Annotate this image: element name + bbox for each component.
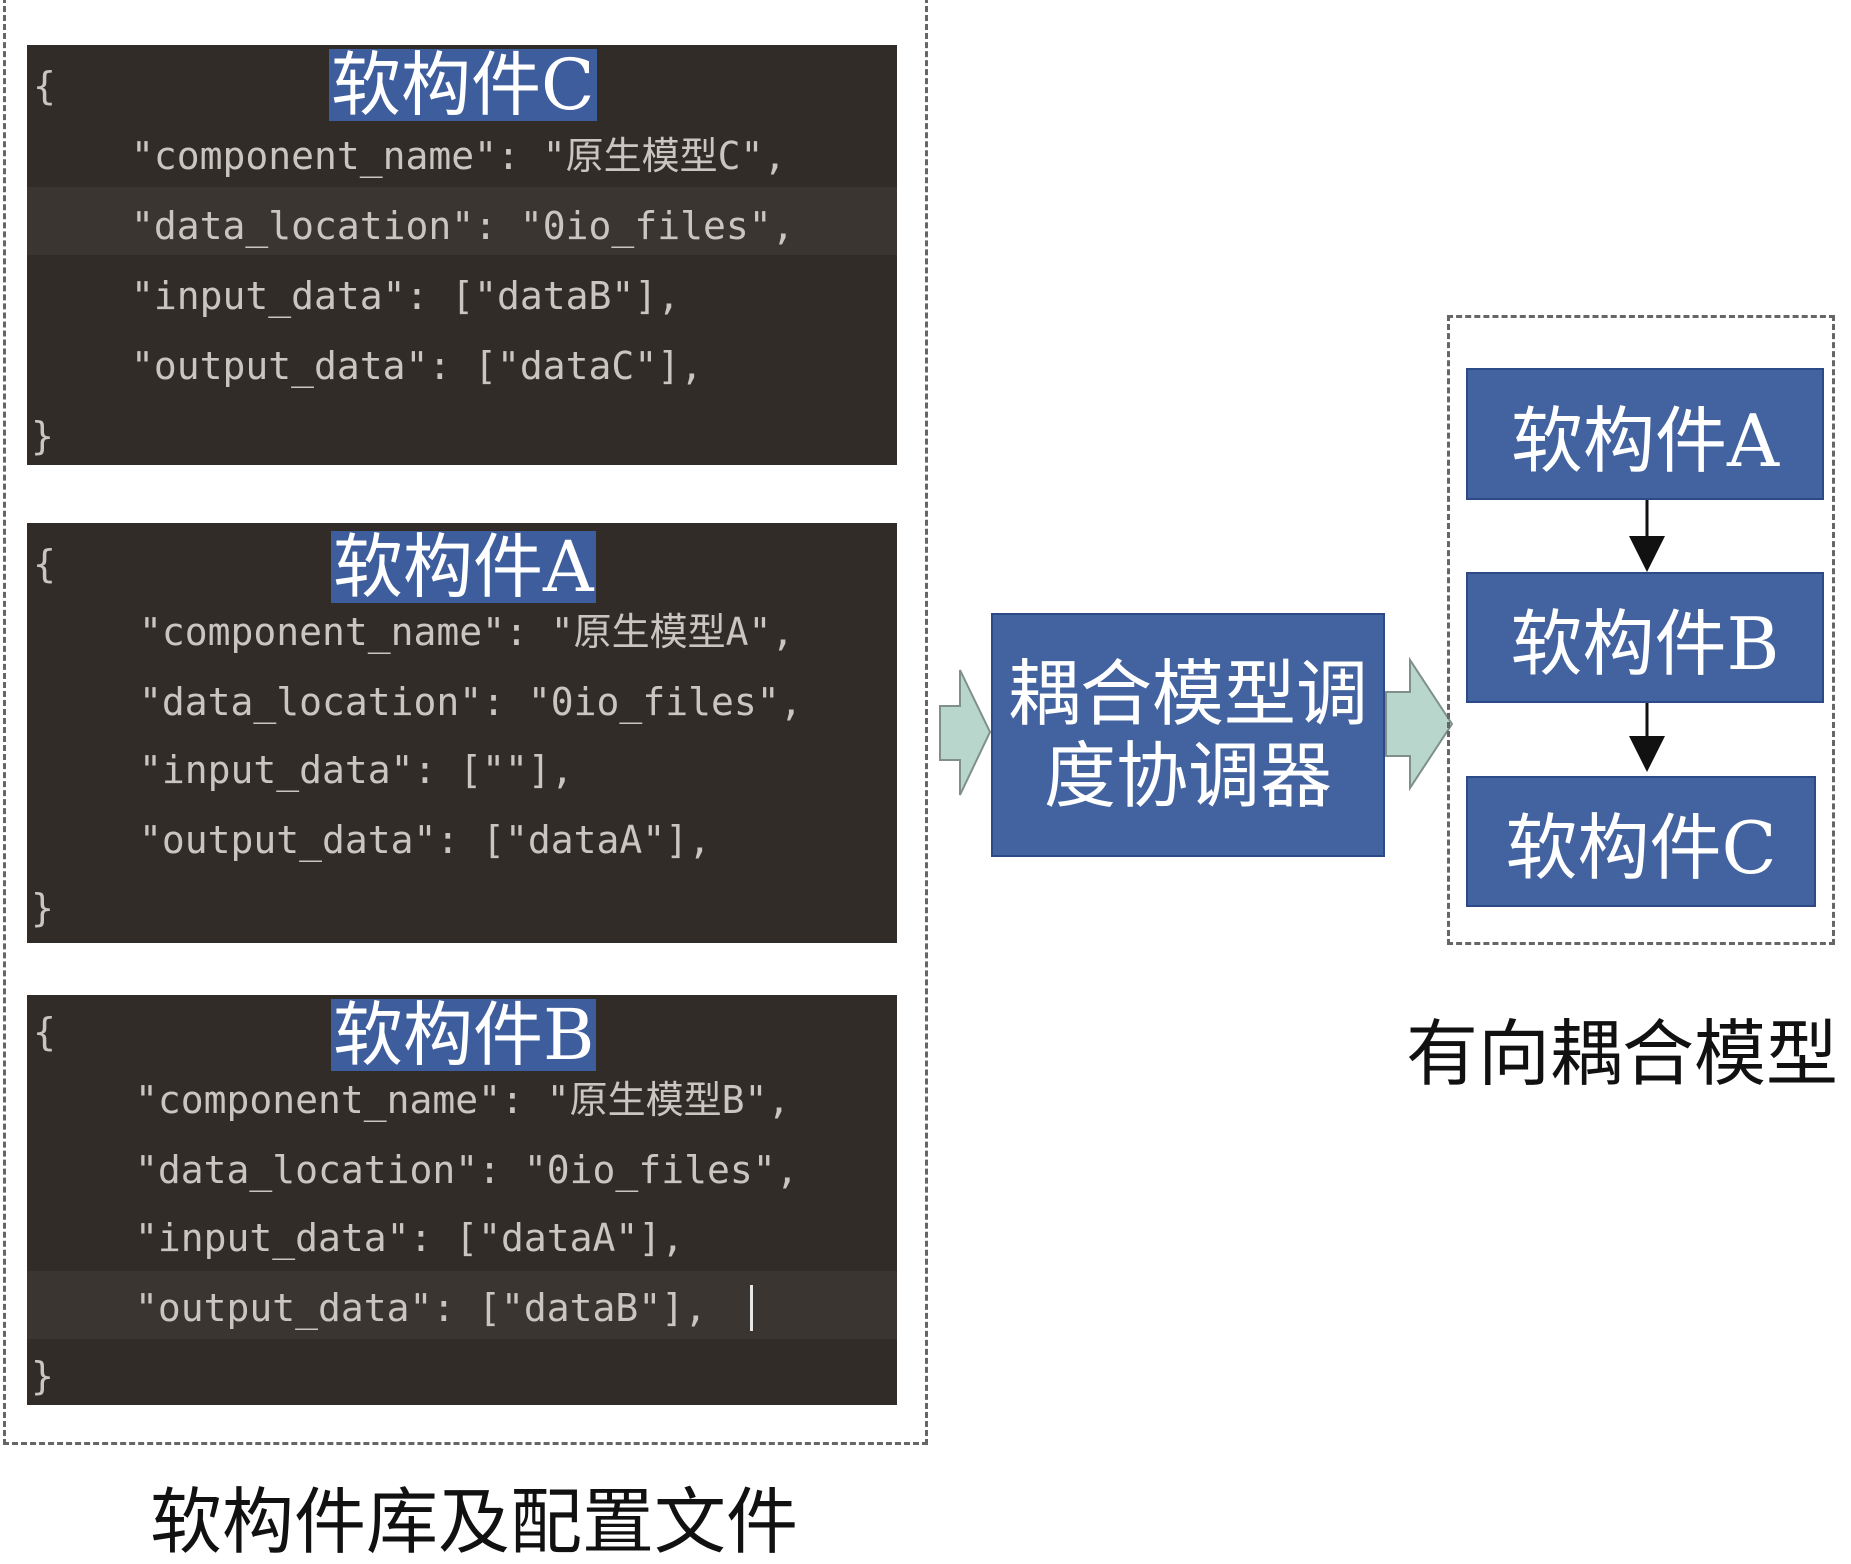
config-panel-a: { "component_name": "原生模型A", "data_locat…: [27, 523, 897, 943]
library-caption: 软构件库及配置文件: [150, 1480, 799, 1564]
scheduler-box: 耦合模型调 度协调器: [991, 613, 1385, 857]
node-component-b: 软构件B: [1466, 572, 1824, 703]
code-line-output-data: "output_data": ["dataA"],: [139, 818, 711, 862]
panel-title-c: 软构件C: [329, 45, 597, 126]
node-label: 软构件B: [1510, 602, 1780, 686]
panel-title-b: 软构件B: [331, 995, 597, 1076]
node-component-a: 软构件A: [1466, 368, 1824, 500]
scheduler-label-line2: 度协调器: [1043, 734, 1332, 818]
directed-model-caption: 有向耦合模型: [1406, 1012, 1839, 1096]
panel-title-a: 软构件A: [331, 526, 596, 608]
close-brace: }: [31, 886, 54, 930]
code-line-data-location: "data_location": "0io_files",: [139, 680, 803, 724]
code-line-input-data: "input_data": [""],: [139, 748, 574, 792]
node-component-c: 软构件C: [1466, 776, 1816, 907]
code-line-data-location: "data_location": "0io_files",: [131, 204, 795, 248]
close-brace: }: [31, 1354, 54, 1398]
node-label: 软构件A: [1511, 398, 1779, 483]
open-brace: {: [33, 64, 56, 108]
code-line-output-data: "output_data": ["dataB"],: [135, 1286, 707, 1330]
code-line-output-data: "output_data": ["dataC"],: [131, 344, 703, 388]
open-brace: {: [33, 1010, 56, 1054]
node-label: 软构件C: [1505, 806, 1777, 890]
scheduler-label-line1: 耦合模型调: [1007, 652, 1368, 736]
config-panel-c: { "component_name": "原生模型C", "data_locat…: [27, 45, 897, 465]
open-brace: {: [33, 542, 56, 586]
block-arrow-right-icon: [1385, 656, 1454, 792]
code-line-input-data: "input_data": ["dataA"],: [135, 1216, 685, 1260]
line-highlight: [27, 187, 897, 255]
code-line-input-data: "input_data": ["dataB"],: [131, 274, 681, 318]
component-library-container: [3, 0, 928, 1445]
config-panel-b: { "component_name": "原生模型B", "data_locat…: [27, 995, 897, 1405]
code-line-component-name: "component_name": "原生模型A",: [139, 610, 795, 654]
block-arrow-left-icon: [939, 669, 992, 796]
text-cursor: [750, 1285, 753, 1331]
directed-model-container: [1447, 315, 1835, 945]
code-line-data-location: "data_location": "0io_files",: [135, 1148, 799, 1192]
close-brace: }: [31, 414, 54, 458]
arrow-down-icon: [1629, 536, 1665, 572]
code-line-component-name: "component_name": "原生模型B",: [135, 1078, 791, 1122]
arrow-down-icon: [1629, 736, 1665, 772]
code-line-component-name: "component_name": "原生模型C",: [131, 134, 787, 178]
